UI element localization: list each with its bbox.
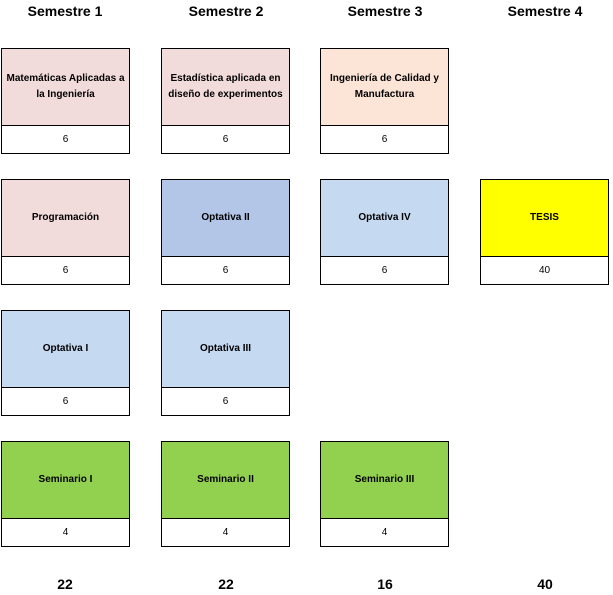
course-name: Optativa II (162, 180, 289, 257)
course-credits: 6 (2, 388, 129, 414)
semester-2-total: 22 (218, 576, 234, 592)
course-name: Optativa III (162, 311, 289, 388)
course-card-seminario-3: Seminario III 4 (320, 441, 449, 547)
course-card-programacion: Programación 6 (1, 179, 130, 285)
course-credits: 6 (162, 257, 289, 283)
course-name: Estadística aplicada en diseño de experi… (162, 49, 289, 126)
course-credits: 4 (2, 519, 129, 545)
course-name: Ingeniería de Calidad y Manufactura (321, 49, 448, 126)
course-card-optativa-1: Optativa I 6 (1, 310, 130, 416)
course-card-seminario-2: Seminario II 4 (161, 441, 290, 547)
course-credits: 6 (321, 126, 448, 152)
semester-2-header: Semestre 2 (188, 3, 264, 19)
course-card-optativa-4: Optativa IV 6 (320, 179, 449, 285)
course-credits: 4 (162, 519, 289, 545)
course-credits: 6 (2, 257, 129, 283)
course-credits: 6 (321, 257, 448, 283)
semester-3-total: 16 (377, 576, 393, 592)
semester-1-total: 22 (57, 576, 73, 592)
course-credits: 4 (321, 519, 448, 545)
semester-3-header: Semestre 3 (347, 3, 423, 19)
course-credits: 40 (481, 257, 608, 283)
course-name: Seminario I (2, 442, 129, 519)
course-credits: 6 (162, 388, 289, 414)
course-credits: 6 (162, 126, 289, 152)
course-name: Optativa I (2, 311, 129, 388)
semester-4-total: 40 (537, 576, 553, 592)
semester-4-header: Semestre 4 (507, 3, 583, 19)
course-name: Matemáticas Aplicadas a la Ingeniería (2, 49, 129, 126)
course-card-estadistica: Estadística aplicada en diseño de experi… (161, 48, 290, 154)
course-card-optativa-2: Optativa II 6 (161, 179, 290, 285)
course-name: Programación (2, 180, 129, 257)
course-card-seminario-1: Seminario I 4 (1, 441, 130, 547)
course-name: TESIS (481, 180, 608, 257)
course-card-tesis: TESIS 40 (480, 179, 609, 285)
course-card-matematicas: Matemáticas Aplicadas a la Ingeniería 6 (1, 48, 130, 154)
course-card-ingenieria-calidad: Ingeniería de Calidad y Manufactura 6 (320, 48, 449, 154)
course-name: Seminario III (321, 442, 448, 519)
semester-1-header: Semestre 1 (27, 3, 103, 19)
course-credits: 6 (2, 126, 129, 152)
course-name: Optativa IV (321, 180, 448, 257)
course-card-optativa-3: Optativa III 6 (161, 310, 290, 416)
course-name: Seminario II (162, 442, 289, 519)
